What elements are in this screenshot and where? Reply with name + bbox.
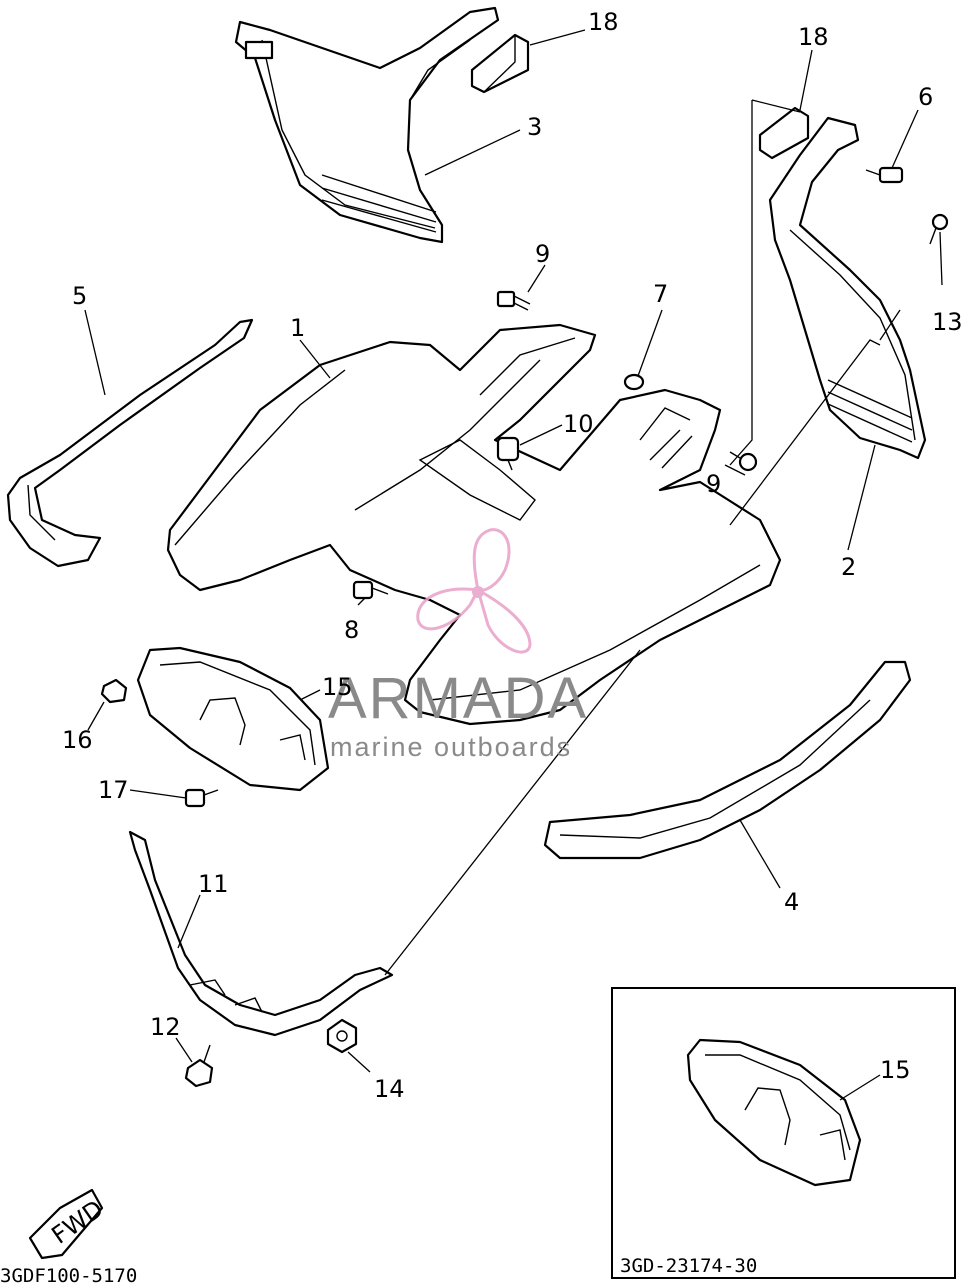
inset-box	[611, 987, 956, 1279]
bolt-16	[100, 678, 128, 704]
label-9-upper: 9	[535, 240, 550, 268]
label-5: 5	[72, 282, 87, 310]
bolt-13	[929, 213, 949, 245]
label-1: 1	[290, 314, 305, 342]
watermark-brand: ARMADA	[328, 666, 588, 731]
armada-logo-icon	[416, 528, 532, 654]
label-18-upper: 18	[588, 8, 619, 36]
label-4: 4	[784, 888, 799, 916]
label-13: 13	[932, 308, 963, 336]
grommet-10	[496, 436, 520, 471]
part-4-right-flap	[543, 660, 912, 860]
part-15-headlight-housing	[136, 646, 330, 792]
part-number-labels: 18 3 9 5 1 7 10 9 18 6 13 2 8 15 16 17 1…	[62, 8, 963, 1103]
part-18-pad-upper	[470, 33, 530, 94]
part-18-pad-right	[758, 106, 810, 160]
label-18-right: 18	[798, 23, 829, 51]
bolt-6	[865, 166, 904, 184]
label-12: 12	[150, 1013, 181, 1041]
label-8: 8	[344, 616, 359, 644]
part-11-stay	[128, 830, 394, 1037]
label-14: 14	[374, 1075, 405, 1103]
part-1-front-fender	[166, 323, 782, 726]
part-2-right-side-cover	[768, 116, 927, 460]
nut-14	[326, 1018, 358, 1054]
label-2: 2	[841, 553, 856, 581]
label-6: 6	[918, 83, 933, 111]
label-9-right: 9	[706, 470, 721, 498]
label-15-inset: 15	[880, 1056, 911, 1084]
label-17: 17	[98, 776, 129, 804]
bolt-8	[352, 580, 389, 600]
label-16: 16	[62, 726, 93, 754]
bolt-9-right	[729, 451, 758, 472]
label-11: 11	[198, 870, 229, 898]
bolt-17	[184, 788, 219, 808]
label-7: 7	[653, 280, 668, 308]
watermark-tagline: marine outboards	[330, 732, 572, 762]
label-15-main: 15	[322, 673, 353, 701]
inset-part-code: 3GD-23174-30	[620, 1255, 757, 1277]
fwd-arrow-icon: FWD	[28, 1188, 109, 1260]
label-10: 10	[563, 410, 594, 438]
diagram-code: 3GDF100-5170	[0, 1265, 137, 1285]
bolt-9-upper	[496, 290, 531, 311]
leader-lines	[84, 29, 943, 1073]
washer-7	[623, 373, 645, 391]
part-5-left-flap	[6, 318, 254, 568]
bolt-12	[184, 1044, 214, 1088]
label-3: 3	[527, 113, 542, 141]
part-3-left-side-cover	[234, 6, 500, 244]
